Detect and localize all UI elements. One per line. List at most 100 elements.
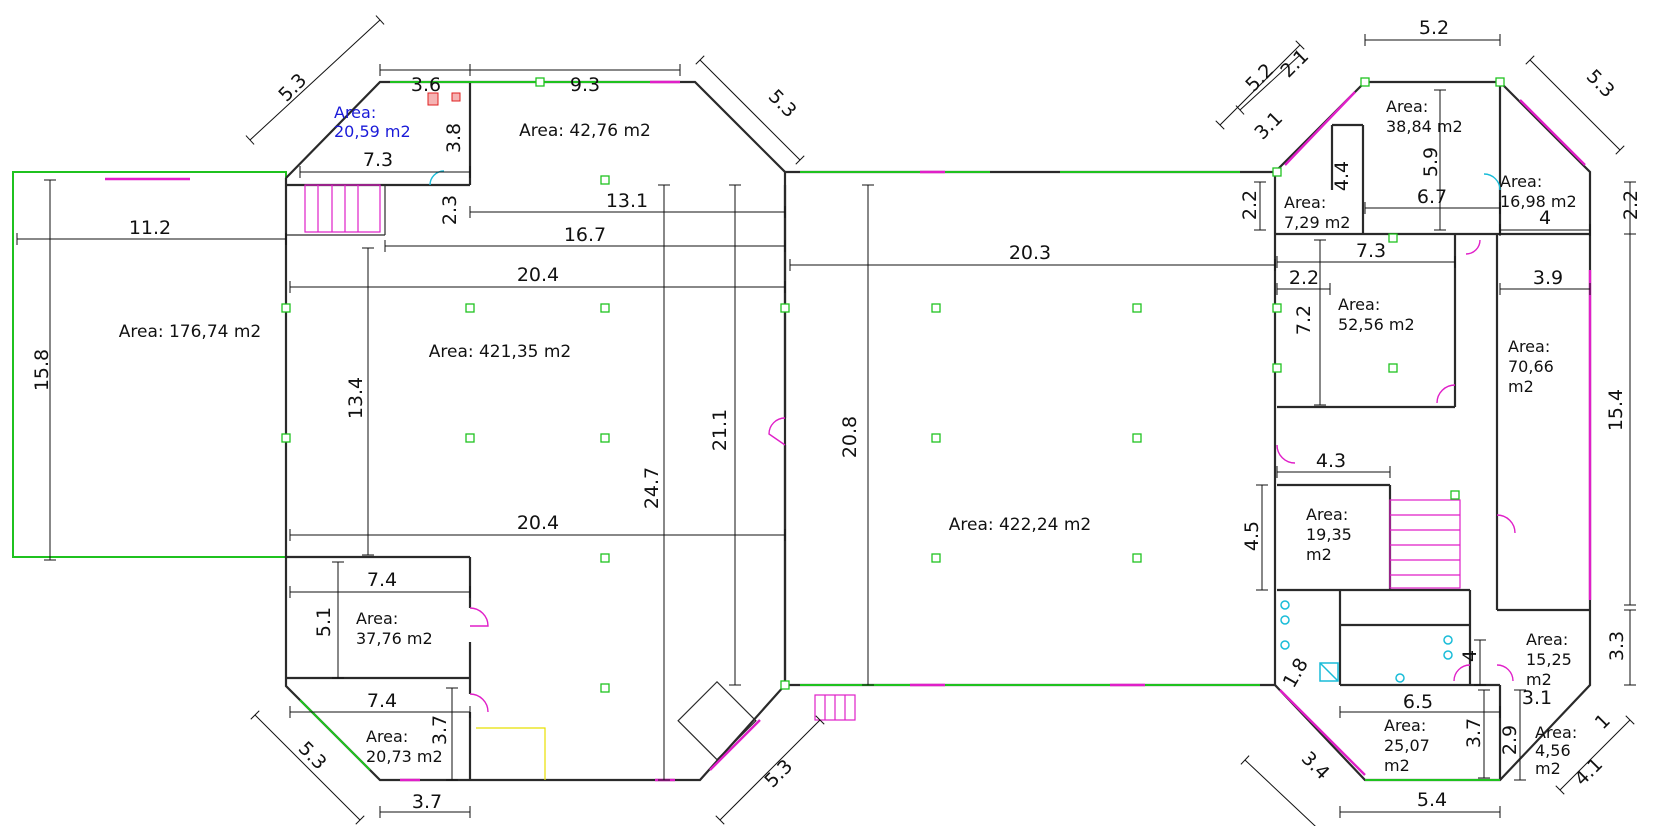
door-hall-split [768, 417, 786, 446]
column-marker [535, 77, 545, 87]
doors [429, 170, 1516, 713]
dim-3-8: 3.8 [443, 123, 465, 153]
columns [281, 77, 1505, 693]
door-left-room [469, 607, 489, 627]
dim-4-3: 4.3 [1316, 450, 1346, 472]
opening-rw-diag-a [1284, 91, 1356, 166]
dim-7-3-r: 7.3 [1356, 240, 1386, 262]
door-bottom-room [469, 693, 489, 713]
dimension-tick [695, 55, 705, 65]
dimension-tick [715, 815, 725, 825]
column-marker [931, 553, 941, 563]
room-label-right-mid: Area:52,56 m2 [1338, 295, 1415, 334]
stairs [304, 184, 1461, 721]
dimension-line [1529, 59, 1621, 151]
toilet-c [1280, 640, 1290, 650]
dim-3-7-r: 3.7 [1463, 718, 1485, 748]
dim-2-1: 2.1 [1276, 45, 1313, 82]
column-marker [600, 303, 610, 313]
door-rw-right [1496, 514, 1516, 534]
dim-3-3: 3.3 [1606, 631, 1628, 661]
column-marker [600, 433, 610, 443]
dimension-line [254, 714, 361, 821]
shower-cross [1319, 662, 1339, 682]
stair-right [1389, 499, 1461, 589]
opening-bottom-diag [709, 719, 761, 771]
column-marker [1272, 363, 1282, 373]
column-marker [1388, 233, 1398, 243]
dimension-line [249, 19, 381, 141]
sink-c [1395, 673, 1405, 683]
dimension-line [699, 59, 801, 161]
dim-16-7: 16.7 [564, 224, 606, 246]
column-marker [600, 553, 610, 563]
dim-7-3: 7.3 [363, 149, 393, 171]
room-label-left-room: Area:37,76 m2 [356, 609, 433, 648]
room-labels: Area: 176,74 m2 Area: 421,35 m2 Area: 42… [119, 97, 1577, 778]
dim-5-3-rr: 5.3 [1582, 65, 1619, 102]
dim-2-2-b: 2.2 [1620, 190, 1642, 220]
room-label-lobby: Area: 176,74 m2 [119, 322, 262, 342]
windows [299, 80, 1592, 782]
dimension-tick [355, 815, 365, 825]
dim-24-7: 24.7 [641, 467, 663, 509]
dim-20-3: 20.3 [1009, 242, 1051, 264]
dim-3-7-b: 3.7 [412, 791, 442, 813]
dimension-tick [1555, 785, 1565, 795]
toilet-b [1280, 615, 1290, 625]
dim-15-4: 15.4 [1605, 389, 1627, 431]
column-marker [1132, 303, 1142, 313]
dimension-tick [815, 715, 825, 725]
dim-13-4: 13.4 [345, 377, 367, 419]
dim-3-1: 3.1 [1250, 107, 1287, 144]
dimension-line [1559, 719, 1631, 791]
dim-5-4: 5.4 [1417, 789, 1447, 811]
dim-15-8: 15.8 [31, 349, 53, 391]
column-marker [465, 303, 475, 313]
dimension-tick [250, 710, 260, 720]
column-marker [1495, 77, 1505, 87]
dim-3-4: 3.4 [1297, 747, 1334, 784]
column-marker [1132, 433, 1142, 443]
dim-20-8: 20.8 [839, 416, 861, 458]
column-marker [281, 433, 291, 443]
fixture-red-b [451, 92, 461, 102]
dim-2-2-a: 2.2 [1239, 190, 1261, 220]
dim-3-9: 3.9 [1533, 267, 1563, 289]
dimension-tick [1295, 40, 1305, 50]
fixtures [427, 92, 1453, 780]
room-label-right-corner: Area:16,98 m2 [1500, 172, 1577, 211]
dimension-tick [1295, 50, 1305, 60]
dim-1-8: 1.8 [1279, 654, 1313, 691]
column-marker [931, 303, 941, 313]
door-rw-bottom [1453, 664, 1471, 682]
dim-2-2-c: 2.2 [1289, 267, 1319, 289]
yellow-outline [476, 727, 546, 780]
dim-4-1: 4.1 [1570, 753, 1607, 790]
sink-b [1443, 650, 1453, 660]
dim-7-4-a: 7.4 [367, 569, 397, 591]
dim-21-1: 21.1 [709, 409, 731, 451]
dim-4-5: 4.5 [1241, 521, 1263, 551]
dim-1: 1 [1591, 710, 1615, 734]
dimension-tick [1215, 120, 1225, 130]
dim-20-4-bot: 20.4 [517, 512, 559, 534]
dim-7-4-b: 7.4 [367, 690, 397, 712]
dim-6-5: 6.5 [1403, 691, 1433, 713]
dim-4-r: 4 [1459, 650, 1481, 662]
dimension-tick [1615, 145, 1625, 155]
dim-5-3-bc: 5.3 [760, 755, 797, 792]
dim-6-7: 6.7 [1417, 186, 1447, 208]
sink-a [1443, 635, 1453, 645]
dimension-tick [245, 135, 255, 145]
room-label-hall-right: Area: 422,24 m2 [949, 515, 1092, 535]
dimension-tick [1525, 55, 1535, 65]
door-rw-mid [1436, 384, 1456, 404]
dim-3-1-b: 3.1 [1522, 687, 1552, 709]
shower-fixture [1319, 662, 1339, 682]
column-marker [1388, 363, 1398, 373]
dim-9-3: 9.3 [570, 74, 600, 96]
